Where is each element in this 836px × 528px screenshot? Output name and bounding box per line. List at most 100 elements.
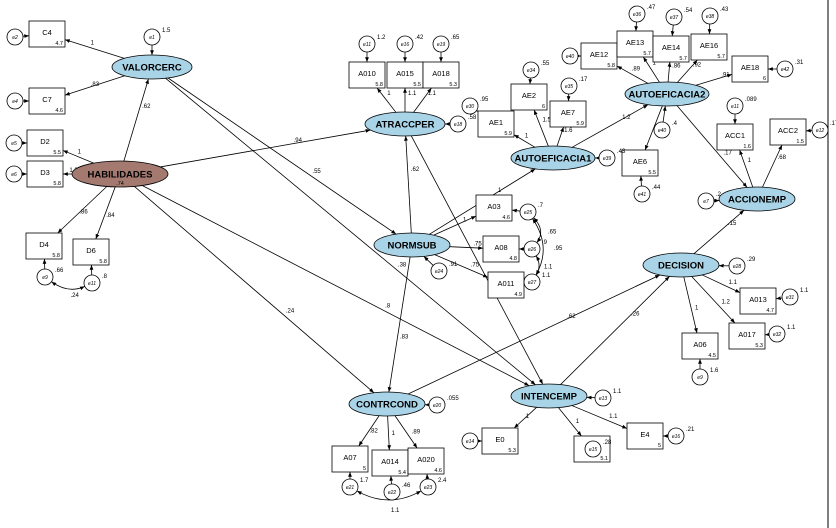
edge-label: .83: [91, 82, 100, 88]
indicator-label: ACC2: [778, 126, 798, 135]
latent-label: ACCIONEMP: [728, 195, 787, 206]
error-circle: [728, 257, 746, 275]
error-d4: e9.66: [36, 268, 64, 286]
indicator-label: A018: [432, 69, 450, 78]
error-arrow: [22, 34, 30, 39]
edge-decision-to-a06: [683, 276, 698, 334]
error-circle: [428, 396, 446, 414]
indicator-label: A020: [417, 455, 435, 464]
indicator-e0: E05.3: [481, 427, 519, 455]
covariance-label: 1.1: [391, 508, 400, 514]
error-circle: [83, 274, 101, 292]
edge-label: .24: [286, 308, 295, 314]
indicator-label: AE6: [633, 157, 647, 166]
error-ae2: e34.55: [522, 61, 550, 79]
error-arrow: [423, 256, 434, 266]
indicator-value: 5.7: [643, 51, 651, 57]
error-circle: [560, 77, 578, 95]
error-label: e9: [697, 375, 703, 381]
indicator-box: [626, 422, 664, 450]
latent-ellipse: [718, 186, 796, 212]
error-ae13: e36.47: [628, 5, 656, 23]
edge-atraccper-to-a010: [376, 87, 397, 113]
indicator-box: [25, 232, 63, 260]
error-a06: e91.6: [691, 368, 719, 386]
error-variance: .21: [686, 427, 695, 433]
error-circle: [461, 97, 479, 115]
edge-autoeficacia2-to-ae12: [616, 65, 649, 84]
edge-label: 1.1: [609, 414, 618, 420]
indicator-label: AE16: [700, 41, 718, 50]
error-aut2: e40.4: [653, 121, 678, 139]
error-label: e6: [11, 172, 17, 178]
edge-contrcond-to-a014: [387, 415, 392, 451]
error-variance: 1.2: [377, 35, 386, 41]
error-ae12: e40: [561, 47, 579, 65]
indicator-box: [769, 118, 807, 146]
indicator-value: 1.6: [743, 144, 751, 150]
error-label: e11: [731, 104, 739, 110]
error-ae6: e41.44: [633, 185, 661, 203]
indicator-value: 4.6: [434, 468, 442, 474]
indicator-box: [475, 194, 513, 222]
error-circle: [776, 60, 794, 78]
edge-label: 1: [576, 419, 580, 425]
error-acc1: e11.089: [726, 97, 757, 115]
latent-ellipse: [624, 81, 710, 107]
indicator-value: 5.9: [504, 131, 512, 137]
latent-normsub: NORMSUB: [373, 232, 451, 258]
error-label: e34: [527, 68, 536, 74]
error-label: e36: [633, 12, 642, 18]
error-label: e5: [11, 141, 17, 147]
indicator-box: [422, 61, 460, 89]
indicator-box: [681, 332, 719, 360]
error-circle: [726, 97, 744, 115]
indicator-value: 4.6: [55, 108, 63, 114]
edge-label: 1: [498, 188, 502, 194]
indicator-label: ACC1: [725, 131, 745, 140]
edge-normsub-to-atraccper: [404, 135, 412, 234]
error-label: e28: [733, 264, 742, 270]
indicator-label: A07: [343, 453, 356, 462]
indicator-label: E4: [640, 430, 649, 439]
error-variance: 1.1: [613, 389, 622, 395]
edge-label: 1.1: [428, 91, 437, 97]
edge-autoeficacia1-to-autoeficacia2: [571, 104, 649, 148]
latent-contrcond: CONTRCOND: [348, 391, 426, 417]
error-label: e39: [603, 156, 612, 162]
latent-label: ATRACCPER: [376, 120, 435, 131]
indicator-box: [652, 35, 690, 63]
error-circle: [5, 134, 23, 152]
edge-label: .89: [632, 67, 641, 73]
edge-decision-to-a013: [702, 274, 741, 293]
latent-label: HABILIDADES: [88, 170, 153, 181]
error-variance: .95: [480, 97, 489, 103]
edge-intencemp-to-decision: [560, 276, 670, 385]
indicator-value: 4.7: [766, 308, 774, 314]
covariances-layer: .24.65.951.11.1: [51, 217, 563, 514]
error-variance: .46: [402, 483, 411, 489]
error-variance: .44: [652, 185, 661, 191]
indicator-label: AE7: [561, 108, 575, 117]
indicator-box: [690, 33, 728, 61]
indicator-label: AE18: [741, 63, 759, 72]
indicator-label: A06: [693, 340, 706, 349]
nodes-layer: VALORCERCHABILIDADES.74ATRACCPERNORMSUBA…: [5, 5, 836, 501]
error-circle: [396, 35, 414, 53]
latent-ellipse: [348, 391, 426, 417]
indicator-value: 5.5: [53, 150, 61, 156]
indicator-box: [28, 20, 66, 48]
indicator-label: A015: [396, 69, 414, 78]
error-label: e20: [433, 403, 442, 409]
indicator-acc1: ACC1 1.6: [716, 123, 754, 151]
error-circle: [6, 28, 24, 46]
